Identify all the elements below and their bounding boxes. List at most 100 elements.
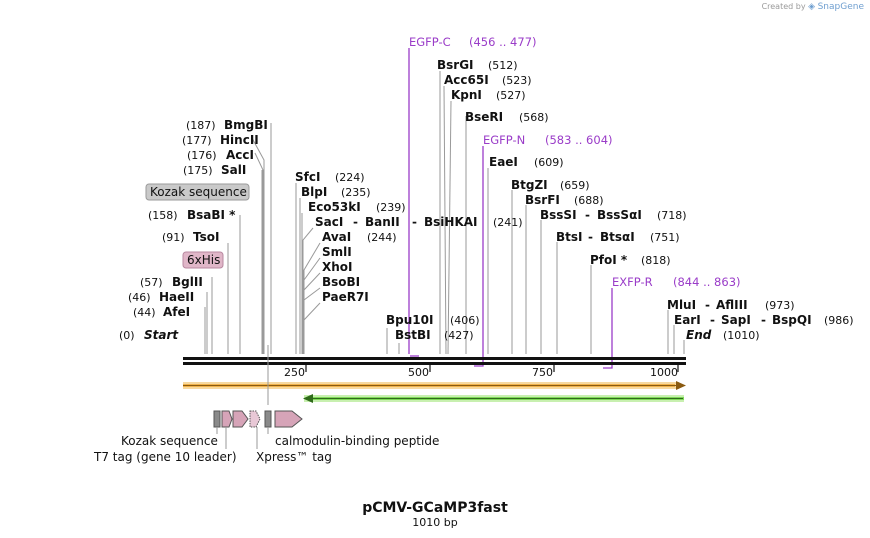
kozak-feature-block xyxy=(213,410,221,428)
btsi-label: BtsI xyxy=(556,230,583,244)
haeii-pos: (46) xyxy=(128,291,151,304)
btsai-label: BtsαI xyxy=(600,230,635,244)
acc65i-pos: (523) xyxy=(502,74,532,87)
eaei-pos: (609) xyxy=(534,156,564,169)
map-title: pCMV-GCaMP3fast xyxy=(362,500,508,516)
bsobi-label: BsoBI xyxy=(322,275,360,289)
acci-label: AccI xyxy=(226,148,254,162)
hincii-label: HincII xyxy=(220,133,259,147)
eco53ki-pos: (239) xyxy=(376,201,406,214)
credit-prefix: Created by xyxy=(761,2,806,11)
primer-lines xyxy=(408,48,613,369)
bsssi-label: BssSI xyxy=(540,208,577,222)
small-features xyxy=(213,410,303,428)
afei-pos: (44) xyxy=(133,306,156,319)
sali-label: SalI xyxy=(221,163,246,177)
smli-label: SmlI xyxy=(322,245,352,259)
credit-brand: SnapGene xyxy=(817,2,864,12)
eari-sep1: - xyxy=(710,313,715,327)
bmgbi-pos: (187) xyxy=(186,119,216,132)
cbp-arrow xyxy=(274,410,303,428)
end-label: End xyxy=(686,328,712,342)
ruler-label-250: 250 xyxy=(284,366,305,379)
his-tag: 6xHis xyxy=(187,253,220,267)
xpress-tag-arrow xyxy=(249,410,261,428)
his-tag-box xyxy=(182,251,224,269)
saci-sep1: - xyxy=(353,215,358,229)
snapgene-logo-icon: ◈ xyxy=(808,2,816,12)
tsoi-label: TsoI xyxy=(193,230,219,244)
bstbi-pos: (427) xyxy=(444,329,474,342)
bpu10i-label: Bpu10I xyxy=(386,313,433,327)
bseri-label: BseRI xyxy=(465,110,503,124)
end-pos: (1010) xyxy=(723,329,760,342)
bgliii-label: BglII xyxy=(172,275,203,289)
btgzi-pos: (659) xyxy=(560,179,590,192)
bsabi-label: BsaBI * xyxy=(187,208,236,222)
his-tag-arrow xyxy=(232,410,249,428)
feature-label-leaders xyxy=(216,270,269,449)
snapgene-credit: Created by ◈ SnapGene xyxy=(762,2,864,12)
btgzi-label: BtgZI xyxy=(511,178,548,192)
hincii-pos: (177) xyxy=(182,134,212,147)
sali-pos: (175) xyxy=(183,164,213,177)
bstbi-label: BstBI xyxy=(395,328,431,342)
blpi-pos: (235) xyxy=(341,186,371,199)
egfp-n-range: (583 .. 604) xyxy=(545,133,613,147)
exfp-r-label: EXFP-R xyxy=(612,275,653,289)
bsssai-label: BssSαI xyxy=(597,208,642,222)
saci-sep2: - xyxy=(412,215,417,229)
bsssi-pos: (718) xyxy=(657,209,687,222)
bsssi-sep: - xyxy=(585,208,590,222)
bsrfi-label: BsrFI xyxy=(525,193,560,207)
bsrgi-pos: (512) xyxy=(488,59,518,72)
afei-label: AfeI xyxy=(163,305,190,319)
acci-pos: (176) xyxy=(187,149,217,162)
egfp-n-primer-arrow xyxy=(474,146,484,367)
start-label: Start xyxy=(144,328,179,342)
eari-label: EarI xyxy=(674,313,701,327)
bsihkai-label: BsiHKAI xyxy=(424,215,478,229)
t7-tag-arrow xyxy=(221,410,233,428)
mlui-sep: - xyxy=(705,298,710,312)
orange-feature-arrow xyxy=(183,381,686,390)
sfci-pos: (224) xyxy=(335,171,365,184)
start-pos: (0) xyxy=(119,329,135,342)
bsrfi-pos: (688) xyxy=(574,194,604,207)
bgliii-pos: (57) xyxy=(140,276,163,289)
haeii-label: HaeII xyxy=(159,290,194,304)
banii-label: BanII xyxy=(365,215,400,229)
sequence-backbone xyxy=(183,357,686,372)
map-subtitle: 1010 bp xyxy=(412,516,457,529)
bmgbi-label: BmgBI xyxy=(224,118,268,132)
eaei-label: EaeI xyxy=(489,155,518,169)
cbp-feature-label: calmodulin-binding peptide xyxy=(275,434,439,448)
kozak-feature-label: Kozak sequence xyxy=(121,434,218,448)
btsi-pos: (751) xyxy=(650,231,680,244)
t7-feature-label: T7 tag (gene 10 leader) xyxy=(93,450,237,464)
mlui-label: MluI xyxy=(667,298,696,312)
acc65i-label: Acc65I xyxy=(444,73,489,87)
saci-label: SacI xyxy=(315,215,343,229)
pfoi-label: PfoI * xyxy=(590,253,628,267)
kpni-pos: (527) xyxy=(496,89,526,102)
exfp-r-primer-arrow xyxy=(603,288,613,369)
eco53ki-label: Eco53kI xyxy=(308,200,361,214)
bsrgi-label: BsrGI xyxy=(437,58,474,72)
xhoi-label: XhoI xyxy=(322,260,353,274)
ruler-label-1000: 1000 xyxy=(650,366,678,379)
xpress-feature-label: Xpress™ tag xyxy=(256,450,332,464)
avai-label: AvaI xyxy=(322,230,351,244)
bseri-pos: (568) xyxy=(519,111,549,124)
blpi-label: BlpI xyxy=(301,185,327,199)
eari-sep2: - xyxy=(761,313,766,327)
paer7i-label: PaeR7I xyxy=(322,290,369,304)
egfp-c-range: (456 .. 477) xyxy=(469,35,537,49)
kozak-tag-box xyxy=(145,183,250,201)
spacer-block xyxy=(264,410,272,428)
kpni-label: KpnI xyxy=(451,88,482,102)
pfoi-pos: (818) xyxy=(641,254,671,267)
afliii-label: AflIII xyxy=(716,298,748,312)
bsabi-pos: (158) xyxy=(148,209,178,222)
